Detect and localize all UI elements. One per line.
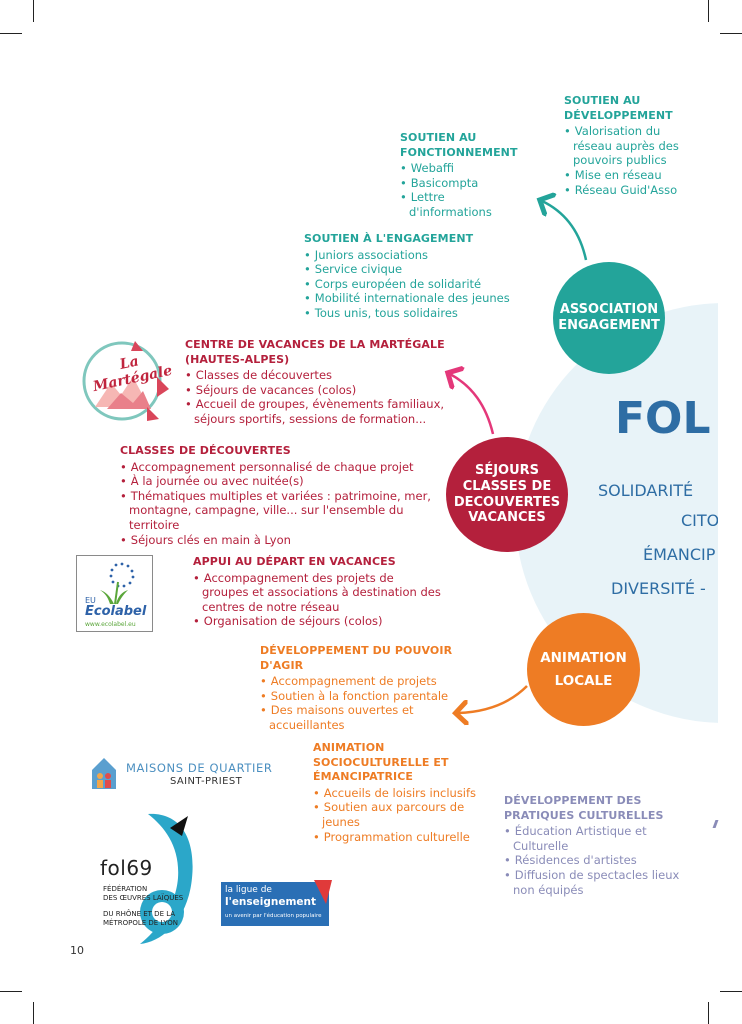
fol69-line1: FÉDÉRATION — [103, 885, 148, 893]
crop-mark — [708, 0, 709, 22]
block-title: CENTRE DE VACANCES DE LA MARTÉGALE (HAUT… — [185, 338, 445, 366]
martegale-logo: La Martégale — [77, 337, 177, 423]
node-animation-locale: ANIMATION LOCALE — [527, 613, 640, 726]
list-item: Programmation culturelle — [313, 830, 503, 845]
ligue-logo: la ligue de l'enseignement un avenir par… — [221, 878, 332, 928]
page-number: 10 — [70, 944, 84, 957]
block-title: SOUTIEN AU FONCTIONNEMENT — [400, 131, 518, 159]
list-item: Webaffi — [400, 161, 530, 176]
list-item: Basicompta — [400, 176, 530, 191]
list-item: Accueils de loisirs inclusifs — [313, 786, 503, 801]
crop-mark — [708, 1002, 709, 1024]
ligue-logo-box — [221, 882, 329, 926]
ligue-flag-icon — [314, 880, 332, 904]
fol69-logo: fol69 FÉDÉRATION DES ŒUVRES LAÏQUES DU R… — [100, 808, 200, 948]
crop-mark — [720, 991, 742, 992]
block-title: APPUI AU DÉPART EN VACANCES — [193, 555, 396, 568]
fol-value: SOLIDARITÉ — [598, 481, 694, 500]
maisons-line2: SAINT-PRIEST — [170, 776, 243, 787]
list-item: Diffusion de spectacles lieux non équipé… — [504, 868, 684, 897]
ecolabel-flower-icon — [100, 562, 135, 605]
block-soutien-engagement: SOUTIEN À L'ENGAGEMENT Juniors associati… — [304, 232, 544, 321]
maisons-quartier-logo: MAISONS DE QUARTIER SAINT-PRIEST — [90, 756, 290, 792]
fol-value: DIVERSITÉ - — [611, 579, 706, 598]
list-item: Séjours clés en main à Lyon — [120, 533, 445, 548]
list-item: Accompagnement des projets de groupes et… — [193, 571, 443, 615]
block-title: DÉVELOPPEMENT DU POUVOIR D'AGIR — [260, 644, 453, 672]
list-item: Classes de découvertes — [185, 368, 445, 383]
list-item: Soutien aux parcours de jeunes — [313, 800, 503, 829]
crop-mark — [0, 33, 22, 34]
node-sejours: SÉJOURS CLASSES DE DECOUVERTES VACANCES — [446, 437, 568, 552]
list-item: Soutien à la fonction parentale — [260, 689, 480, 704]
block-title: DÉVELOPPEMENT DES PRATIQUES CULTURELLES — [504, 794, 664, 822]
list-item: Réseau Guid'Asso — [564, 183, 694, 198]
block-title: SOUTIEN AU DÉVELOPPEMENT — [564, 94, 673, 122]
fol69-line4: MÉTROPOLE DE LYON — [103, 919, 179, 927]
martegale-logo-graphic — [82, 341, 169, 421]
block-pratiques-culturelles: DÉVELOPPEMENT DES PRATIQUES CULTURELLES … — [504, 794, 684, 897]
ecolabel-name: Ecolabel — [85, 604, 147, 619]
fol69-line3: DU RHÔNE ET DE LA — [103, 910, 176, 918]
block-title: ANIMATION SOCIOCULTURELLE ET ÉMANCIPATRI… — [313, 741, 449, 784]
fol69-line2: DES ŒUVRES LAÏQUES — [103, 894, 184, 902]
block-soutien-fonctionnement: SOUTIEN AU FONCTIONNEMENT Webaffi Basico… — [400, 131, 530, 220]
ecolabel-logo: EU Ecolabel www.ecolabel.eu — [76, 555, 153, 632]
block-appui-depart: APPUI AU DÉPART EN VACANCES Accompagneme… — [193, 555, 443, 629]
list-item: Organisation de séjours (colos) — [193, 614, 443, 629]
maisons-line1: MAISONS DE QUARTIER — [126, 761, 273, 775]
list-item: Résidences d'artistes — [504, 853, 684, 868]
block-classes-decouvertes: CLASSES DE DÉCOUVERTES Accompagnement pe… — [120, 444, 445, 547]
crop-mark — [33, 1002, 34, 1024]
list-item: Valorisation du réseau auprès des pouvoi… — [564, 124, 694, 168]
list-item: Lettre d'informations — [400, 190, 530, 219]
list-item: À la journée ou avec nuitée(s) — [120, 474, 445, 489]
list-item: Accompagnement de projets — [260, 674, 480, 689]
list-item: Thématiques multiples et variées : patri… — [120, 489, 445, 533]
list-item: Éducation Artistique et Culturelle — [504, 824, 684, 853]
house-icon — [92, 758, 116, 789]
ecolabel-eu: EU — [85, 596, 96, 605]
block-soutien-developpement: SOUTIEN AU DÉVELOPPEMENT Valorisation du… — [564, 94, 694, 197]
list-item: Accueil de groupes, évènements familiaux… — [185, 397, 445, 426]
block-animation-socio: ANIMATION SOCIOCULTURELLE ET ÉMANCIPATRI… — [313, 741, 503, 844]
list-item: Mobilité internationale des jeunes — [304, 291, 544, 306]
fol-value: CITO — [681, 511, 718, 530]
block-title: CLASSES DE DÉCOUVERTES — [120, 444, 291, 457]
list-item: Service civique — [304, 262, 544, 277]
crop-mark — [33, 0, 34, 22]
list-item: Des maisons ouvertes et accueillantes — [260, 703, 480, 732]
list-item: Accompagnement personnalisé de chaque pr… — [120, 460, 445, 475]
ligue-tagline: un avenir par l'éducation populaire — [225, 913, 322, 919]
fol-value: ÉMANCIP — [643, 545, 716, 564]
crop-mark — [0, 991, 22, 992]
block-title: SOUTIEN À L'ENGAGEMENT — [304, 232, 474, 245]
arrow-sejours — [450, 374, 495, 435]
fol69-swirl-icon — [140, 813, 193, 944]
ligue-line2: l'enseignement — [225, 896, 317, 908]
fol-title: FOL — [615, 393, 711, 444]
block-pouvoir-agir: DÉVELOPPEMENT DU POUVOIR D'AGIR Accompag… — [260, 644, 480, 733]
list-item: Tous unis, tous solidaires — [304, 306, 544, 321]
ecolabel-url: www.ecolabel.eu — [85, 621, 136, 628]
block-centre-vacances: CENTRE DE VACANCES DE LA MARTÉGALE (HAUT… — [185, 338, 445, 427]
list-item: Séjours de vacances (colos) — [185, 383, 445, 398]
arrow-association — [542, 201, 588, 261]
list-item: Mise en réseau — [564, 168, 694, 183]
fol69-name: fol69 — [100, 856, 153, 880]
list-item: Corps européen de solidarité — [304, 277, 544, 292]
list-item: Juniors associations — [304, 248, 544, 263]
crop-mark — [720, 33, 742, 34]
node-association-engagement: ASSOCIATION ENGAGEMENT — [553, 262, 665, 374]
ligue-line1: la ligue de — [225, 885, 272, 895]
